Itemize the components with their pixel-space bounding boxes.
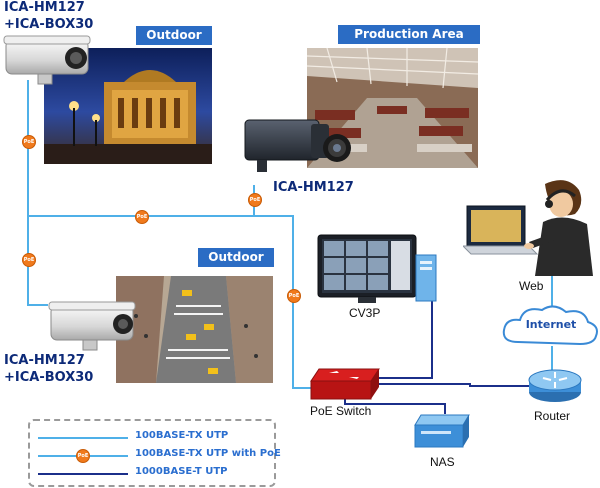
cable-legend: 100BASE-TX UTP PoE 100BASE-TX UTP with P…	[28, 419, 281, 487]
wire-cam1	[27, 80, 48, 306]
wire-switch-nas	[344, 398, 446, 414]
wire-switch-router	[378, 383, 530, 387]
nvr-monitor-icon	[317, 234, 437, 303]
wire-switch-nvr	[378, 300, 433, 379]
production-area-tag: Production Area	[338, 25, 480, 44]
outdoor-camera-housing-icon	[48, 301, 136, 351]
legend-label: 100BASE-TX UTP with PoE	[135, 448, 281, 459]
internet-cloud-icon	[502, 305, 598, 346]
nas-label: NAS	[430, 455, 455, 469]
poe-marker: PoE	[248, 193, 262, 207]
camera-model: ICA-HM127	[4, 353, 85, 368]
production-area-photo	[307, 48, 478, 168]
box-camera-icon	[244, 119, 351, 172]
legend-poe-marker: PoE	[76, 449, 90, 463]
poe-marker: PoE	[135, 210, 149, 224]
camera-housing: +ICA-BOX30	[4, 370, 94, 385]
poe-switch-label: PoE Switch	[310, 404, 372, 418]
poe-switch-icon	[310, 368, 380, 400]
outdoor-tag: Outdoor	[198, 248, 274, 267]
camera-housing: +ICA-BOX30	[4, 17, 94, 32]
legend-label: 1000BASE-T UTP	[135, 466, 228, 477]
outdoor-camera-housing-icon	[3, 35, 91, 85]
camera-label-top-left: ICA-HM127 +ICA-BOX30	[4, 0, 93, 33]
street-traffic-photo	[116, 276, 273, 383]
nas-icon	[414, 414, 470, 448]
web-label: Web	[519, 279, 544, 293]
camera-model: ICA-HM127	[4, 0, 85, 15]
legend-line-100base-tx	[38, 437, 128, 439]
outdoor-tag: Outdoor	[136, 26, 212, 45]
nvr-label: CV3P	[349, 306, 381, 320]
router-label: Router	[534, 409, 571, 423]
legend-item: 1000BASE-T UTP	[30, 465, 274, 481]
poe-marker: PoE	[22, 253, 36, 267]
poe-marker: PoE	[287, 289, 301, 303]
legend-label: 100BASE-TX UTP	[135, 430, 229, 441]
legend-line-1000base-t	[38, 473, 128, 475]
router-icon	[528, 369, 582, 402]
camera-label-bottom-left: ICA-HM127 +ICA-BOX30	[4, 352, 93, 386]
camera-label-middle: ICA-HM127	[273, 179, 354, 196]
internet-label: Internet	[525, 318, 577, 331]
legend-item: PoE 100BASE-TX UTP with PoE	[30, 447, 281, 463]
legend-item: 100BASE-TX UTP	[30, 429, 274, 445]
camera-model: ICA-HM127	[273, 180, 354, 195]
web-user-icon	[463, 180, 593, 276]
poe-marker: PoE	[22, 135, 36, 149]
